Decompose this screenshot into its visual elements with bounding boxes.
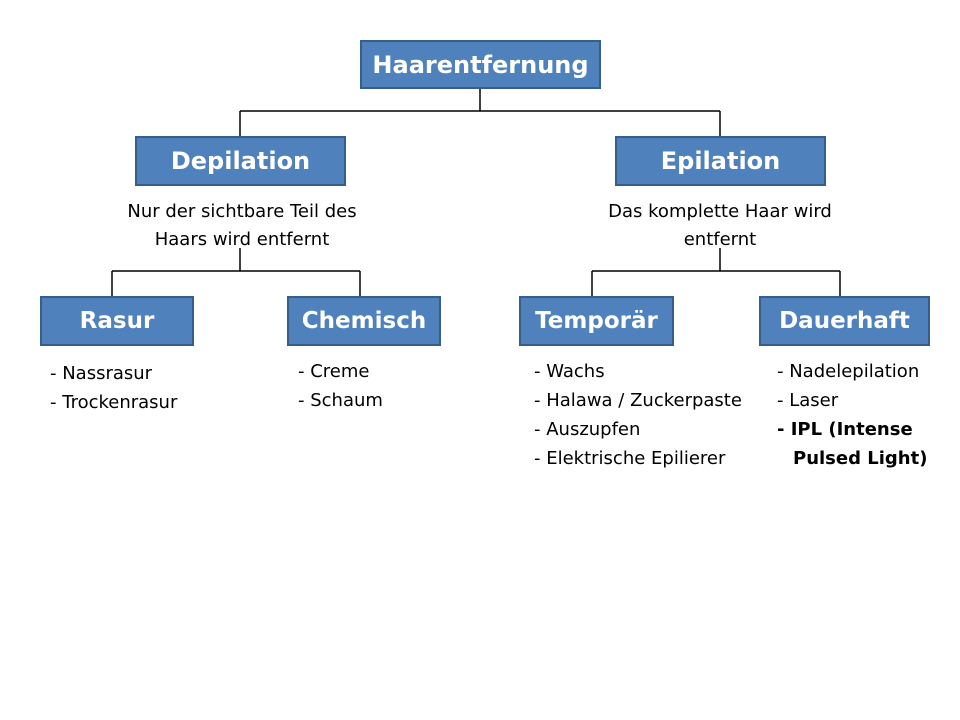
list-item: - Elektrische Epilierer xyxy=(534,448,726,469)
depilation-node-box: Depilation xyxy=(135,136,346,186)
list-item: - Trockenrasur xyxy=(50,392,178,413)
list-item: - Wachs xyxy=(534,361,605,382)
epilation-description-line1: Das komplette Haar wird xyxy=(608,201,832,222)
list-item-continuation: Pulsed Light) xyxy=(777,444,927,473)
list-item: - Laser xyxy=(777,390,839,411)
chemisch-node-label: Chemisch xyxy=(301,308,427,334)
dauerhaft-node-box: Dauerhaft xyxy=(759,296,930,346)
list-item: - Schaum xyxy=(298,390,383,411)
list-item: - Auszupfen xyxy=(534,419,641,440)
temporaer-node-box: Temporär xyxy=(519,296,674,346)
temporaer-node-label: Temporär xyxy=(535,308,658,334)
list-item: - Nassrasur xyxy=(50,363,153,384)
chemisch-node-box: Chemisch xyxy=(287,296,441,346)
dauerhaft-list: - Nadelepilation - Laser - IPL (Intense … xyxy=(777,357,927,473)
list-item-continuation-text: Pulsed Light) xyxy=(793,448,928,469)
depilation-description-line1: Nur der sichtbare Teil des xyxy=(127,201,357,222)
dauerhaft-node-label: Dauerhaft xyxy=(779,308,910,334)
epilation-description-line2: entfernt xyxy=(683,229,757,250)
list-item: - Nadelepilation xyxy=(777,361,920,382)
root-node-box: Haarentfernung xyxy=(360,40,601,89)
temporaer-list: - Wachs - Halawa / Zuckerpaste - Auszupf… xyxy=(534,357,742,473)
rasur-node-label: Rasur xyxy=(79,308,155,334)
epilation-node-box: Epilation xyxy=(615,136,826,186)
depilation-description-line2: Haars wird entfernt xyxy=(154,229,330,250)
rasur-node-box: Rasur xyxy=(40,296,194,346)
list-item: - Halawa / Zuckerpaste xyxy=(534,390,742,411)
list-item: - Creme xyxy=(298,361,370,382)
root-node-label: Haarentfernung xyxy=(372,50,589,79)
rasur-list: - Nassrasur - Trockenrasur xyxy=(50,359,177,417)
list-item: - IPL (Intense xyxy=(777,419,913,440)
depilation-node-label: Depilation xyxy=(170,147,311,175)
chemisch-list: - Creme - Schaum xyxy=(298,357,383,415)
epilation-node-label: Epilation xyxy=(660,147,781,175)
epilation-description: Das komplette Haar wird entfernt xyxy=(580,198,860,254)
depilation-description: Nur der sichtbare Teil des Haars wird en… xyxy=(100,198,384,254)
